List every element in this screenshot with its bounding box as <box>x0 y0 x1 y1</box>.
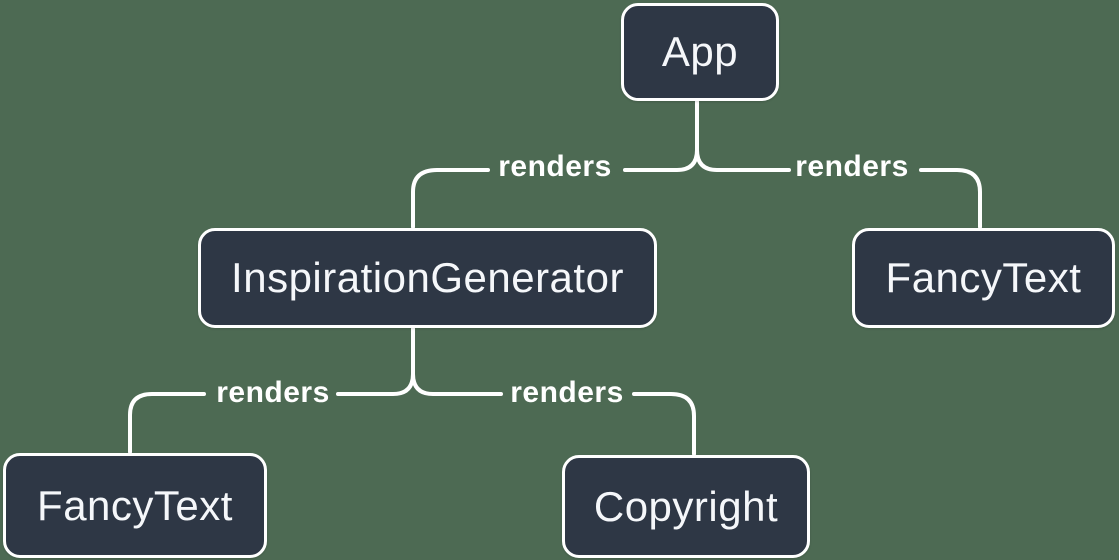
edge-line-app-split-right <box>695 100 791 172</box>
edge-line-to-copyright <box>632 392 696 456</box>
edge-label-app-to-inspiration-generator: renders <box>498 150 612 183</box>
node-fancy-text-bottom: FancyText <box>3 453 267 558</box>
node-inspiration-generator-label: InspirationGenerator <box>231 254 624 301</box>
node-fancy-text-bottom-label: FancyText <box>37 481 233 529</box>
edge-line-to-fancy-text-bottom <box>128 392 206 454</box>
edge-label-app-to-fancy-text: renders <box>795 150 909 183</box>
node-fancy-text-top: FancyText <box>852 228 1115 328</box>
node-app-label: App <box>661 28 739 75</box>
edge-label-ig-to-fancy-text: renders <box>216 376 330 409</box>
edge-line-to-fancy-text-top <box>919 168 982 229</box>
node-app: App <box>621 3 779 101</box>
node-fancy-text-top-label: FancyText <box>885 254 1082 301</box>
edge-line-ig-split-right <box>411 327 503 396</box>
node-inspiration-generator: InspirationGenerator <box>198 228 657 328</box>
node-copyright: Copyright <box>562 455 810 558</box>
edge-line-app-split-left <box>623 100 699 172</box>
edge-line-ig-split-left <box>336 327 415 396</box>
edge-line-to-inspiration-generator <box>411 168 490 229</box>
edge-label-ig-to-copyright: renders <box>510 376 624 409</box>
node-copyright-label: Copyright <box>593 482 779 530</box>
